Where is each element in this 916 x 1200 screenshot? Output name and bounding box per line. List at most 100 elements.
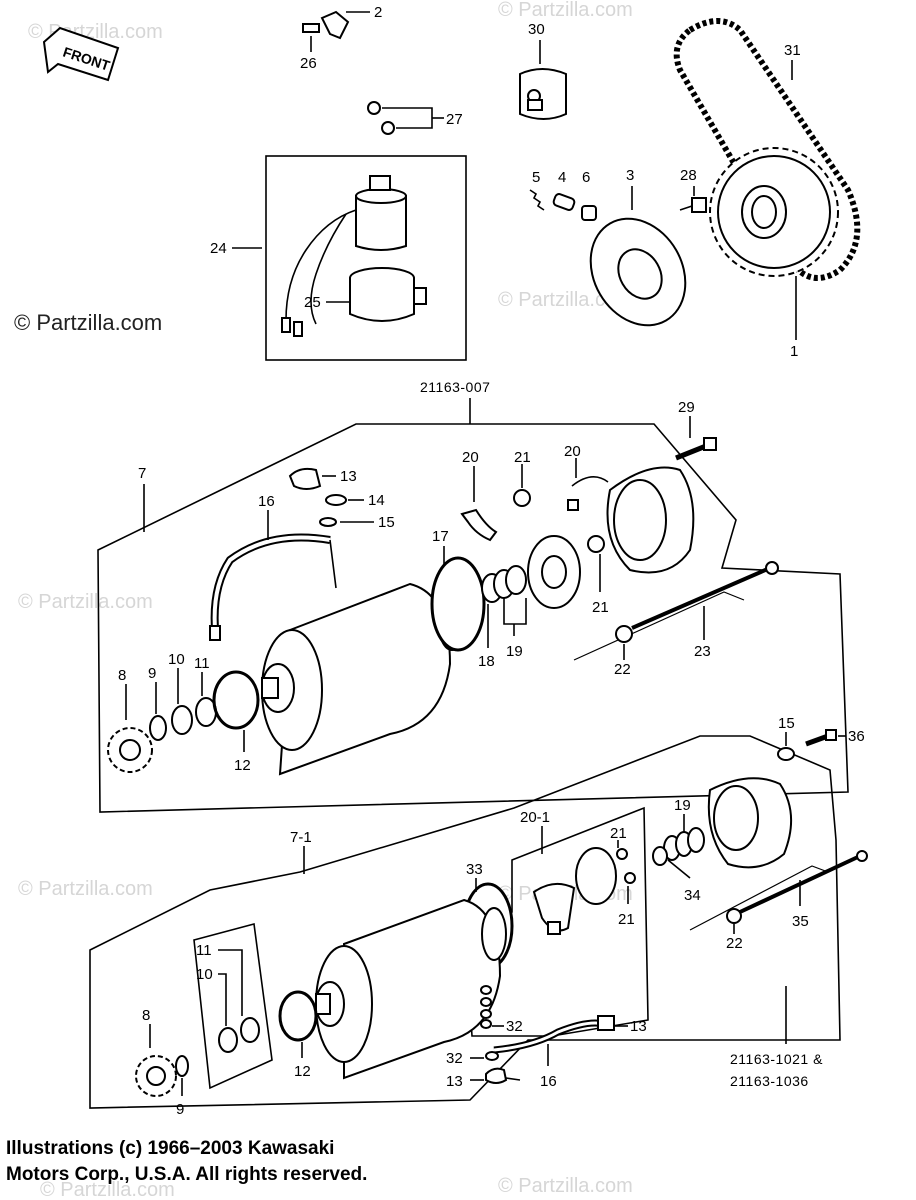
part-label: 34 xyxy=(684,887,701,904)
part-label: 33 xyxy=(466,861,483,878)
part-label: 36 xyxy=(848,728,865,745)
part-label: 9 xyxy=(148,665,156,682)
part-label: 26 xyxy=(300,55,317,72)
part-8-gear xyxy=(107,727,153,773)
part-25-rubber xyxy=(349,267,427,322)
part-15-washer xyxy=(319,517,374,527)
part-10-washer xyxy=(171,705,193,735)
part-label: 29 xyxy=(678,399,695,416)
part-8-gear-b xyxy=(135,1055,177,1097)
relay-box xyxy=(265,155,467,361)
part-label: 4 xyxy=(558,169,566,186)
part-17-oring xyxy=(430,556,486,652)
part-3-starter-clutch xyxy=(589,217,687,327)
watermark: © Partzilla.com xyxy=(40,1179,175,1200)
part-20-brushes xyxy=(460,476,609,542)
part-16-cable xyxy=(209,533,337,641)
part-13-terminal xyxy=(288,467,336,490)
part-32-nut-b xyxy=(485,1051,499,1061)
part-6-cap xyxy=(581,205,597,221)
part-21-springs-b xyxy=(616,848,636,884)
part-label: 13 xyxy=(340,468,357,485)
part-14-nut xyxy=(325,494,364,506)
part-label: 8 xyxy=(142,1007,150,1024)
end-cover-a xyxy=(606,466,695,574)
part-label: 20-1 xyxy=(520,809,550,826)
part-label: 9 xyxy=(176,1101,184,1118)
watermark: © Partzilla.com xyxy=(498,0,633,21)
part-label: 21 xyxy=(618,911,635,928)
part-label: 10 xyxy=(168,651,185,668)
part-9-circlip xyxy=(149,715,167,741)
part-24-relay xyxy=(281,175,407,337)
part-label: 16 xyxy=(540,1073,557,1090)
part-label: 23 xyxy=(694,643,711,660)
part-32-nuts xyxy=(480,985,504,1029)
assembly-number: 21163-1021 & xyxy=(730,1051,823,1067)
part-label: 18 xyxy=(478,653,495,670)
starter-motor-b xyxy=(315,898,507,1080)
part-12-oring xyxy=(212,670,260,730)
part-label: 5 xyxy=(532,169,540,186)
part-label: 15 xyxy=(378,514,395,531)
end-cover-b xyxy=(707,777,793,869)
part-1-sprocket xyxy=(709,147,839,277)
part-label: 22 xyxy=(726,935,743,952)
part-20-1-brush-holder xyxy=(532,847,617,935)
part-label: 12 xyxy=(234,757,251,774)
part-label: 3 xyxy=(626,167,634,184)
part-27-nuts xyxy=(367,101,444,135)
part-label: 20 xyxy=(564,443,581,460)
washer-inset-box xyxy=(193,922,273,1090)
part-label: 11 xyxy=(196,942,212,959)
part-34-washer xyxy=(652,846,668,866)
part-label: 21 xyxy=(610,825,627,842)
part-label: 10 xyxy=(196,966,213,983)
part-label: 16 xyxy=(258,493,275,510)
watermark-dark: © Partzilla.com xyxy=(14,310,162,335)
part-13-terminal-b xyxy=(485,1067,521,1084)
part-21-springs xyxy=(513,489,605,553)
assembly-7-outline xyxy=(97,423,849,813)
part-label: 20 xyxy=(462,449,479,466)
part-label: 27 xyxy=(446,111,463,128)
part-19-washers-b xyxy=(663,827,705,861)
copyright-notice: Illustrations (c) 1966–2003 Kawasaki Mot… xyxy=(6,1136,367,1188)
part-label: 1 xyxy=(790,343,798,360)
part-label: 31 xyxy=(784,42,801,59)
part-29-bolt xyxy=(675,437,717,461)
part-9-circlip-b xyxy=(175,1055,189,1077)
part-label: 21 xyxy=(514,449,531,466)
brush-plate-a xyxy=(527,535,581,609)
part-10-11-washers-b xyxy=(218,949,260,1053)
part-label: 19 xyxy=(506,643,523,660)
part-label: 7-1 xyxy=(290,829,312,846)
part-label: 11 xyxy=(194,655,210,672)
part-label: 28 xyxy=(680,167,697,184)
part-22-washer xyxy=(615,625,633,643)
part-label: 35 xyxy=(792,913,809,930)
part-36-bolt xyxy=(805,729,846,747)
part-label: 30 xyxy=(528,21,545,38)
part-label: 15 xyxy=(778,715,795,732)
part-label: 22 xyxy=(614,661,631,678)
part-label: 24 xyxy=(210,240,227,257)
part-label: 32 xyxy=(446,1050,463,1067)
part-4-roller xyxy=(552,193,576,211)
part-label: 8 xyxy=(118,667,126,684)
part-5-spring xyxy=(529,189,545,211)
part-30-cover xyxy=(519,68,567,120)
part-label: 19 xyxy=(674,797,691,814)
part-22-washer-b xyxy=(726,908,742,924)
part-label: 13 xyxy=(446,1073,463,1090)
front-arrow-shape xyxy=(42,26,120,82)
part-label: 32 xyxy=(506,1018,523,1035)
part-23-through-bolt xyxy=(631,561,779,630)
watermark: © Partzilla.com xyxy=(18,878,153,900)
part-28-bolt xyxy=(679,197,707,213)
part-label: 17 xyxy=(432,528,449,545)
assembly-7-1-outline xyxy=(89,735,841,1109)
part-18-19-washers xyxy=(481,565,527,648)
part-label: 7 xyxy=(138,465,146,482)
